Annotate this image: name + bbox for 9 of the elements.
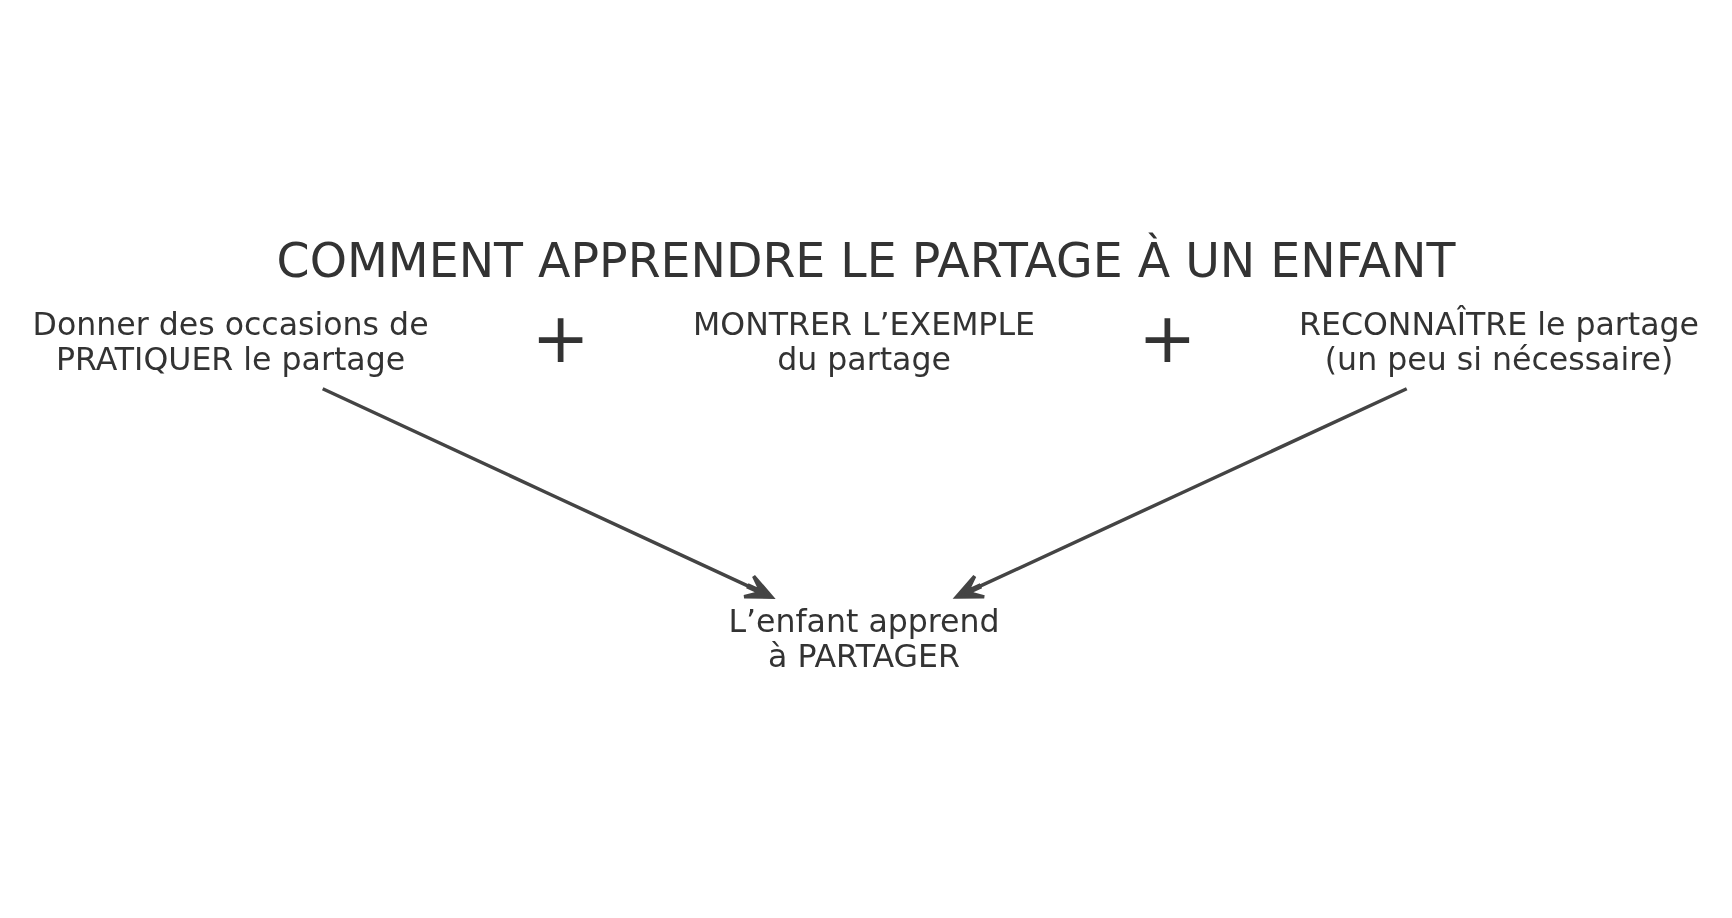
node-text: RECONNAÎTRE le partage (un peu si nécessaire) — [1299, 306, 1700, 377]
node-text: MONTRER L’EXEMPLE du partage — [693, 306, 1035, 377]
label: + — [531, 297, 590, 379]
node-text: L’enfant apprend à PARTAGER — [728, 602, 1000, 674]
node-text: Donner des occasions de PRATIQUER le partage — [32, 306, 429, 377]
arrow — [954, 387, 1408, 599]
diagram-title: COMMENT APPRENDRE LE PARTAGE À UN ENFANT — [276, 232, 1456, 288]
label: + — [1138, 297, 1197, 379]
arrow — [321, 387, 774, 599]
